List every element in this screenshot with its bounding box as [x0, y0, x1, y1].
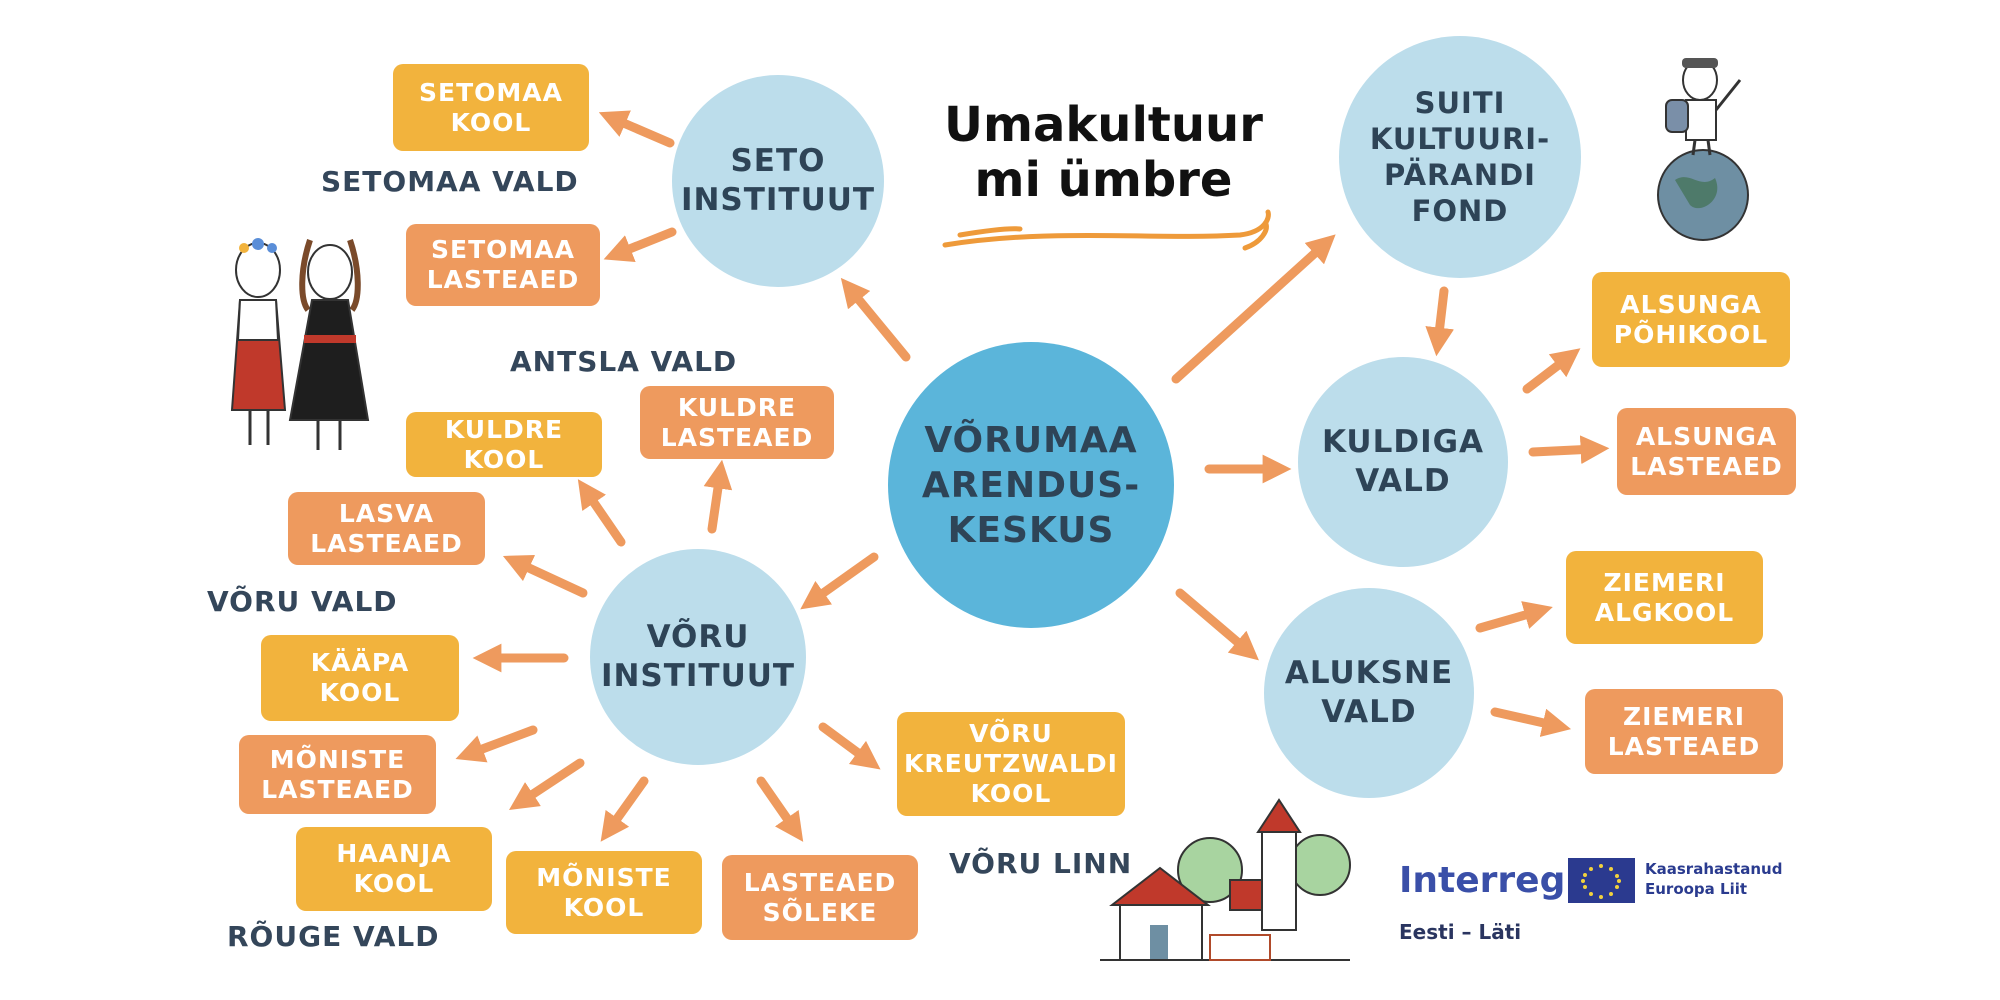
label-voru-linn: VÕRU LINN [949, 847, 1133, 880]
arrow [1425, 286, 1454, 357]
arrow [818, 722, 881, 770]
arrow [1175, 588, 1259, 661]
arrow [703, 459, 733, 534]
village-illustration [1100, 798, 1351, 961]
box-kaapa-kool: KÄÄPA KOOL [261, 635, 459, 721]
circle-voru-instituut: VÕRU INSTITUUT [590, 549, 806, 765]
program-name: Eesti – Läti [1399, 920, 1522, 944]
title-underline [942, 209, 1271, 251]
circle-vorumaa-arenduskeskus: VÕRUMAA ARENDUS- KESKUS [888, 342, 1174, 628]
box-voru-kreutzwaldi-kool: VÕRU KREUTZWALDI KOOL [897, 712, 1125, 816]
box-haanja-kool: HAANJA KOOL [296, 827, 492, 911]
label-setomaa-vald: SETOMAA VALD [321, 165, 579, 198]
label-rouge-vald: RÕUGE VALD [227, 920, 440, 953]
box-kuldre-lasteaed: KULDRE LASTEAED [640, 386, 834, 459]
circle-kuldiga-vald: KULDIGA VALD [1298, 357, 1508, 567]
arrow [508, 758, 585, 810]
box-moniste-kool: MÕNISTE KOOL [506, 851, 702, 934]
circle-seto-instituut: SETO INSTITUUT [672, 75, 884, 287]
arrow [756, 776, 804, 842]
box-alsunga-pohikool: ALSUNGA PÕHIKOOL [1592, 272, 1790, 367]
arrow [1171, 234, 1336, 384]
arrow [502, 554, 588, 598]
box-setomaa-kool: SETOMAA KOOL [393, 64, 589, 151]
eu-flag-icon [1568, 858, 1635, 903]
box-kuldre-kool: KULDRE KOOL [406, 412, 602, 477]
arrow [840, 277, 911, 362]
arrow [1522, 348, 1581, 394]
box-lasva-lasteaed: LASVA LASTEAED [288, 492, 485, 565]
circle-suiti-fond: SUITI KULTUURI- PÄRANDI FOND [1339, 36, 1581, 278]
diagram-title: Umakultuur mi ümbre [944, 97, 1263, 209]
arrow [598, 110, 675, 148]
box-setomaa-lasteaed: SETOMAA LASTEAED [406, 224, 600, 306]
label-antsla-vald: ANTSLA VALD [510, 345, 738, 378]
label-voru-vald: VÕRU VALD [207, 585, 398, 618]
arrow [600, 776, 649, 842]
box-ziemeri-algkool: ZIEMERI ALGKOOL [1566, 551, 1763, 644]
arrow [800, 552, 879, 610]
arrow [577, 479, 626, 547]
arrow [455, 725, 538, 763]
arrow [1490, 707, 1572, 737]
box-alsunga-lasteaed: ALSUNGA LASTEAED [1617, 408, 1796, 495]
eu-cofunded-text: Kaasrahastanud Euroopa Liit [1645, 860, 1783, 898]
arrow [603, 227, 677, 263]
box-lasteaed-soleke: LASTEAED SÕLEKE [722, 855, 918, 940]
circle-aluksne-vald: ALUKSNE VALD [1264, 588, 1474, 798]
box-moniste-lasteaed: MÕNISTE LASTEAED [239, 735, 436, 814]
folk-girls-illustration [230, 238, 370, 450]
arrow [1475, 601, 1553, 633]
arrow [1528, 435, 1610, 465]
interreg-logo: Interreg [1399, 860, 1566, 901]
boy-on-globe-illustration [1657, 58, 1749, 241]
box-ziemeri-lasteaed: ZIEMERI LASTEAED [1585, 689, 1783, 774]
